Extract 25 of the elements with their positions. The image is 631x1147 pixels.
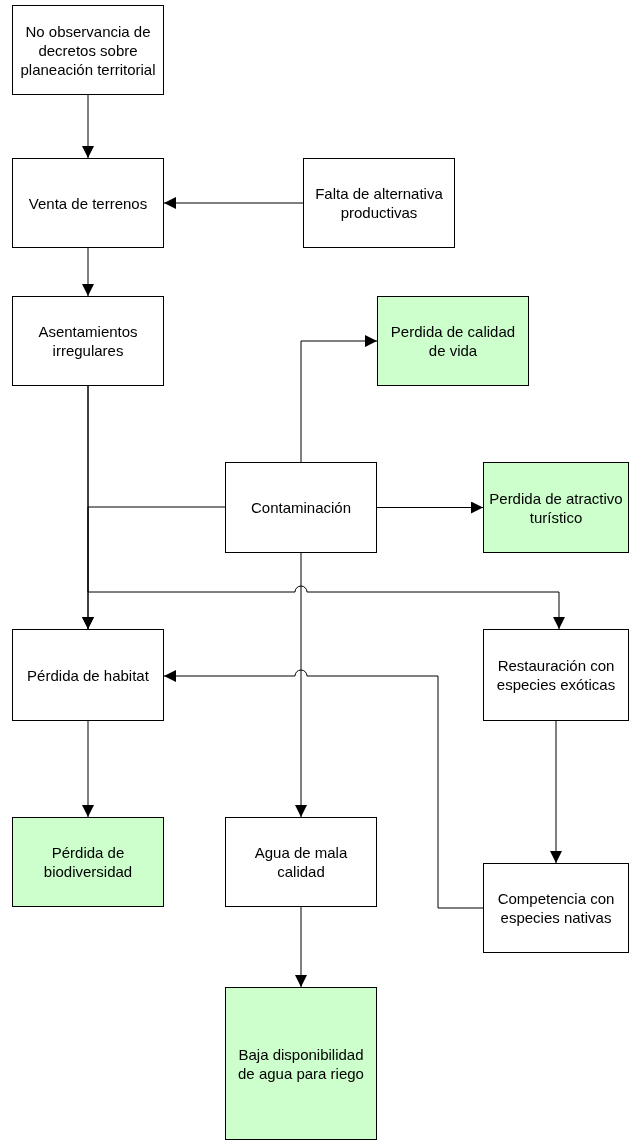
cause-box: Restauración con especies exóticas	[483, 629, 629, 721]
arrow	[82, 247, 94, 297]
arrow	[376, 501, 484, 514]
arrow	[82, 506, 226, 630]
arrow	[82, 720, 94, 818]
arrow	[163, 669, 484, 909]
arrow	[295, 552, 307, 818]
effect-box: Perdida de atractivo turístico	[483, 462, 629, 553]
effect-box: Perdida de calidad de vida	[377, 296, 529, 386]
arrow	[295, 906, 307, 988]
arrow	[300, 335, 378, 463]
cause-box: Pérdida de habitat	[12, 629, 164, 721]
arrow	[550, 720, 562, 864]
cause-box: Contaminación	[225, 462, 377, 553]
effect-box: Pérdida de biodiversidad	[12, 817, 164, 907]
arrow	[87, 385, 565, 630]
cause-box: Venta de terrenos	[12, 158, 164, 248]
arrow	[163, 197, 304, 209]
cause-box: Agua de mala calidad	[225, 817, 377, 907]
effect-box: Baja disponibilidad de agua para riego	[225, 987, 377, 1140]
cause-box: No observancia de decretos sobre planeación territorial	[12, 5, 164, 95]
cause-box: Asentamientos irregulares	[12, 296, 164, 386]
cause-box: Competencia con especies nativas	[483, 863, 629, 953]
arrow	[82, 94, 94, 159]
cause-box: Falta de alternativa productivas	[303, 158, 455, 248]
